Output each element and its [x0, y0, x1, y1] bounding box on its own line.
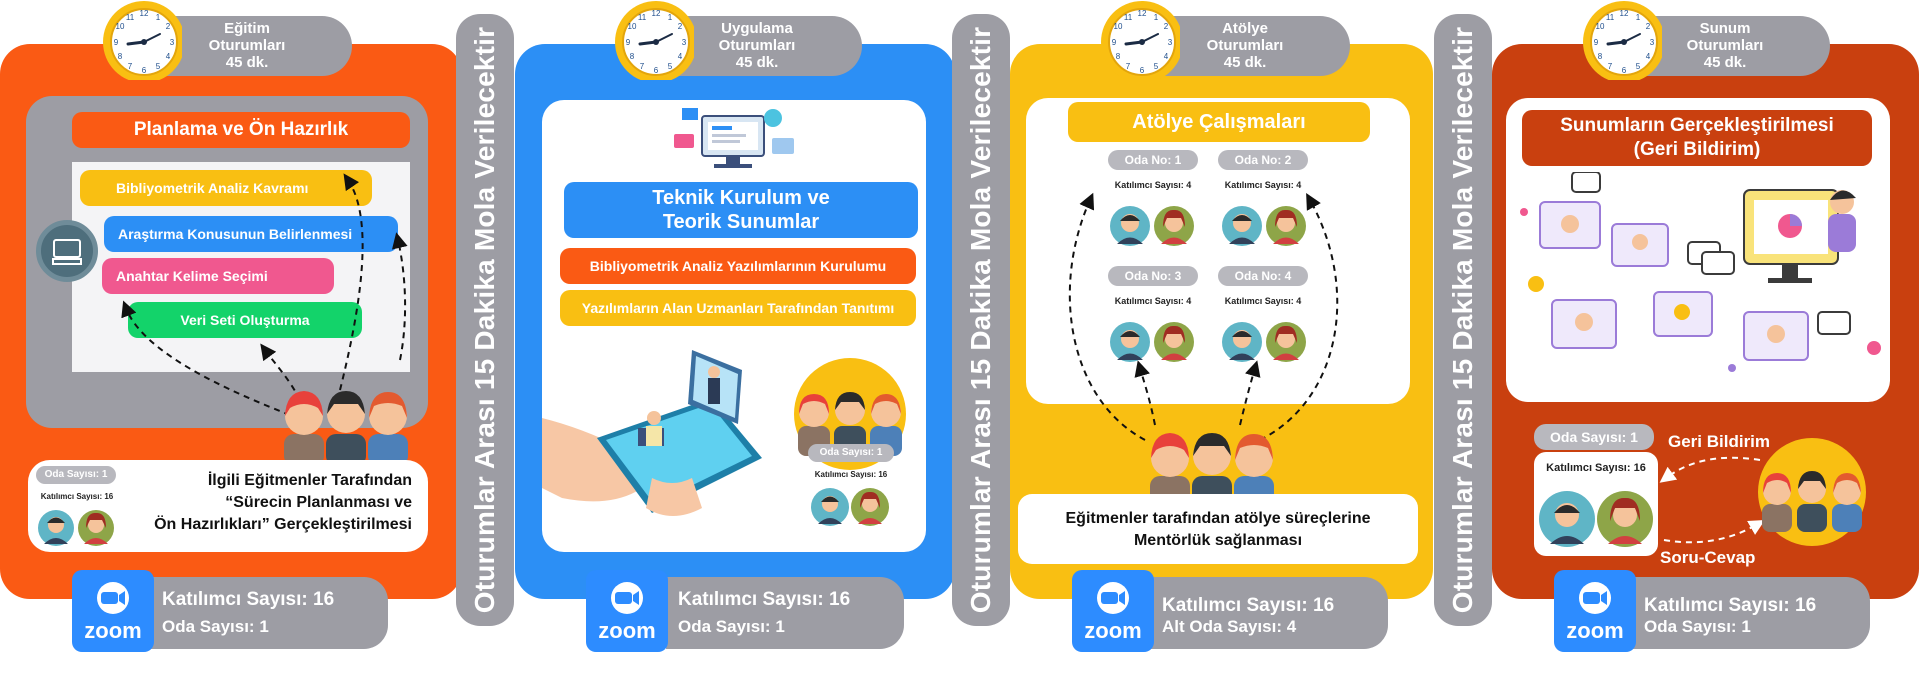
zoom-wordmark: zoom: [598, 618, 656, 643]
workshop-title: Atölye Çalışmaları: [1068, 102, 1370, 142]
break-separator-1: Oturumlar Arası 15 Dakika Mola Verilecek…: [456, 14, 514, 626]
presentation-title-line-2: (Geri Bildirim): [1633, 139, 1761, 160]
trainers-circle: [794, 358, 906, 470]
room-3-tag: Oda No: 3: [1108, 266, 1198, 286]
video-camera-icon: [97, 582, 129, 614]
step-4: Veri Seti Oluşturma: [128, 302, 362, 338]
clock-icon: [102, 0, 182, 80]
workshop-arrows: [1068, 192, 1339, 441]
monitor-icon: [36, 220, 98, 282]
video-camera-icon: [1097, 582, 1129, 614]
planning-title: Planlama ve Ön Hazırlık: [72, 112, 410, 148]
zoom-rooms: Oda Sayısı: 1: [678, 617, 785, 636]
step-1: Bibliyometrik Analiz Kavramı: [80, 170, 372, 206]
zoom-info-education: Katılımcı Sayısı: 16 Oda Sayısı: 1: [150, 577, 388, 649]
session-type: Oturumları: [1686, 37, 1764, 54]
session-duration: 45 dk.: [1223, 54, 1267, 71]
technical-title-line-1: Teknik Kurulum ve: [652, 187, 830, 209]
session-type: Oturumları: [208, 37, 286, 54]
break-notice: Oturumlar Arası 15 Dakika Mola Verilecek…: [469, 26, 500, 614]
break-notice: Oturumlar Arası 15 Dakika Mola Verilecek…: [965, 26, 996, 614]
zoom-wordmark: zoom: [1084, 618, 1142, 643]
session-name: Eğitim: [224, 20, 270, 37]
clock-icon: [1582, 0, 1662, 80]
room-1-count: Katılımcı Sayısı: 4: [1114, 180, 1192, 190]
zoom-logo: zoom: [1072, 570, 1154, 652]
online-meeting-illustration: [1520, 172, 1881, 372]
planning-caption: İlgili Eğitmenler Tarafından “Sürecin Pl…: [122, 470, 412, 536]
presentation-title: Sunumların Gerçekleştirilmesi (Geri Bild…: [1522, 110, 1872, 166]
computer-icon: [674, 108, 794, 168]
room-4-count: Katılımcı Sayısı: 4: [1224, 296, 1302, 306]
participant-count: Katılımcı Sayısı: 16: [40, 492, 114, 501]
participant-avatars: [1539, 491, 1653, 547]
mentoring-caption: Eğitmenler tarafından atölye süreçlerine…: [1018, 508, 1418, 552]
caption-line-3: Ön Hazırlıkları” Gerçekleştirilmesi: [154, 516, 412, 533]
zoom-info-presentation: Katılımcı Sayısı: 16 Oda Sayısı: 1: [1632, 577, 1870, 649]
break-notice: Oturumlar Arası 15 Dakika Mola Verilecek…: [1447, 26, 1478, 614]
zoom-participants: Katılımcı Sayısı: 16: [1162, 595, 1335, 616]
clock-icon: [614, 0, 694, 80]
technical-title-line-2: Teorik Sunumlar: [662, 211, 820, 233]
zoom-wordmark: zoom: [84, 618, 142, 643]
zoom-rooms: Oda Sayısı: 1: [162, 617, 269, 636]
trainers-illustration: [284, 391, 408, 466]
session-type: Oturumları: [718, 37, 796, 54]
installation-bar: Bibliyometrik Analiz Yazılımlarının Kuru…: [560, 248, 916, 284]
trainers-circle: [1758, 438, 1866, 546]
session-name: Atölye: [1222, 20, 1268, 37]
zoom-info-application: Katılımcı Sayısı: 16 Oda Sayısı: 1: [666, 577, 904, 649]
tablet-illustration: [542, 350, 762, 516]
participant-avatars: [811, 488, 889, 526]
mentoring-caption-card: [1018, 494, 1418, 564]
zoom-participants: Katılımcı Sayısı: 16: [1644, 595, 1817, 616]
room-4-tag: Oda No: 4: [1218, 266, 1308, 286]
qa-label: Soru-Cevap: [1660, 548, 1756, 567]
caption-line-1: İlgili Eğitmenler Tarafından: [207, 472, 412, 489]
mentoring-line-2: Mentörlük sağlanması: [1133, 532, 1303, 549]
zoom-participants: Katılımcı Sayısı: 16: [162, 589, 335, 610]
session-name: Sunum: [1699, 20, 1751, 37]
step-2: Araştırma Konusunun Belirlenmesi: [104, 216, 398, 252]
caption-line-2: “Sürecin Planlanması ve: [225, 494, 412, 511]
participant-avatars: [38, 510, 114, 546]
step-3: Anahtar Kelime Seçimi: [102, 258, 334, 294]
participant-count: Katılımcı Sayısı: 16: [814, 470, 888, 479]
zoom-wordmark: zoom: [1566, 618, 1624, 643]
session-duration: 45 dk.: [735, 54, 779, 71]
session-duration: 45 dk.: [225, 54, 269, 71]
feedback-label: Geri Bildirim: [1668, 432, 1771, 451]
room-3-count: Katılımcı Sayısı: 4: [1114, 296, 1192, 306]
mentoring-line-1: Eğitmenler tarafından atölye süreçlerine: [1065, 510, 1371, 527]
presentation-title-line-1: Sunumların Gerçekleştirilmesi: [1560, 115, 1834, 136]
clock-icon: [1100, 0, 1180, 80]
zoom-logo: zoom: [72, 570, 154, 652]
zoom-rooms: Oda Sayısı: 1: [1644, 617, 1751, 636]
room-count-tag: Oda Sayısı: 1: [36, 466, 116, 484]
zoom-info-workshop: Katılımcı Sayısı: 16 Alt Oda Sayısı: 4: [1150, 577, 1388, 649]
technical-title: Teknik Kurulum ve Teorik Sunumlar: [564, 182, 918, 238]
zoom-logo: zoom: [586, 570, 668, 652]
room-avatars: [1110, 206, 1306, 362]
introduction-bar: Yazılımların Alan Uzmanları Tarafından T…: [560, 290, 916, 326]
video-camera-icon: [1579, 582, 1611, 614]
break-separator-3: Oturumlar Arası 15 Dakika Mola Verilecek…: [1434, 14, 1492, 626]
room-count-tag: Oda Sayısı: 1: [1534, 424, 1654, 450]
zoom-rooms: Alt Oda Sayısı: 4: [1162, 617, 1297, 636]
participant-count: Katılımcı Sayısı: 16: [1546, 462, 1646, 474]
room-2-count: Katılımcı Sayısı: 4: [1224, 180, 1302, 190]
zoom-logo: zoom: [1554, 570, 1636, 652]
room-2-tag: Oda No: 2: [1218, 150, 1308, 170]
session-name: Uygulama: [721, 20, 793, 37]
zoom-participants: Katılımcı Sayısı: 16: [678, 589, 851, 610]
break-separator-2: Oturumlar Arası 15 Dakika Mola Verilecek…: [952, 14, 1010, 626]
room-count-tag: Oda Sayısı: 1: [808, 444, 894, 462]
session-type: Oturumları: [1206, 37, 1284, 54]
session-duration: 45 dk.: [1703, 54, 1747, 71]
feedback-arrows: [1659, 456, 1765, 544]
workshop-card: [1026, 98, 1410, 404]
room-1-tag: Oda No: 1: [1108, 150, 1198, 170]
video-camera-icon: [611, 582, 643, 614]
